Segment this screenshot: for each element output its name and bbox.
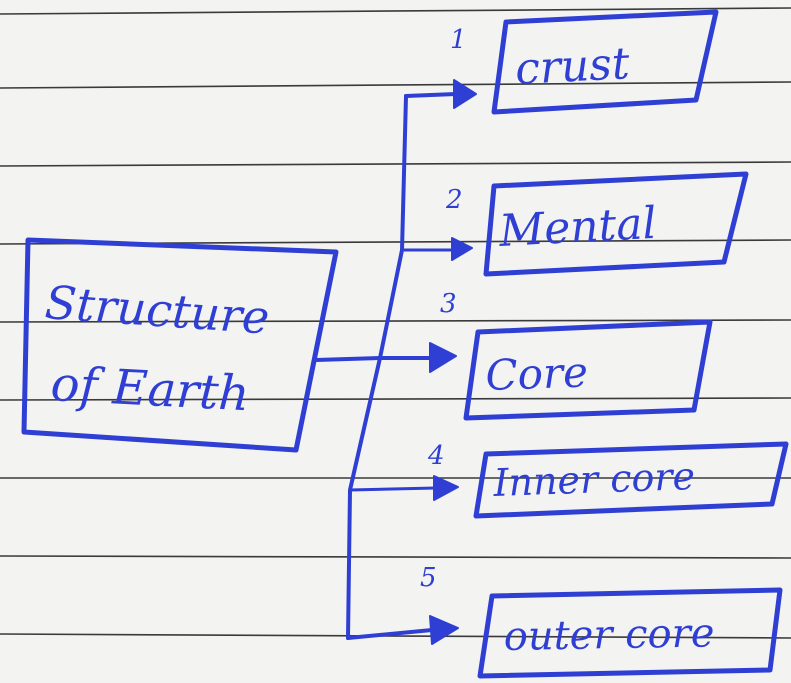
branch-box-outer-core bbox=[477, 587, 783, 679]
branch-label-mental: Mental bbox=[497, 198, 658, 257]
ruled-line bbox=[0, 7, 791, 15]
branch-connector-1 bbox=[404, 92, 458, 98]
branch-box-crust bbox=[491, 9, 719, 115]
branch-label-crust: crust bbox=[514, 38, 631, 95]
branch-label-outer-core: outer core bbox=[503, 610, 714, 660]
ruled-line bbox=[0, 81, 791, 89]
arrowhead-5 bbox=[429, 615, 459, 645]
branch-number-5: 5 bbox=[420, 563, 437, 593]
arrowhead-4 bbox=[433, 475, 459, 501]
root-box bbox=[21, 237, 339, 453]
branch-box-core bbox=[463, 319, 713, 421]
ruled-line bbox=[0, 633, 791, 639]
branch-number-2: 2 bbox=[445, 185, 463, 215]
arrowhead-3 bbox=[429, 342, 457, 373]
root-label-line1: Structure bbox=[43, 275, 271, 345]
root-label-line2: of Earth bbox=[49, 356, 250, 422]
branch-box-mental bbox=[483, 171, 749, 277]
branch-label-inner-core: Inner core bbox=[492, 454, 696, 505]
arrowhead-2 bbox=[451, 237, 473, 261]
branch-number-3: 3 bbox=[440, 289, 457, 319]
ruled-line bbox=[0, 161, 791, 167]
branch-connector-5 bbox=[346, 628, 434, 640]
trunk-connector bbox=[314, 356, 382, 362]
branch-number-1: 1 bbox=[450, 25, 467, 55]
ruled-line bbox=[0, 319, 791, 323]
ruled-line bbox=[0, 555, 791, 559]
arrowhead-1 bbox=[453, 79, 477, 109]
branch-label-core: Core bbox=[485, 347, 589, 400]
branch-connector-4 bbox=[348, 486, 438, 492]
ruled-line bbox=[0, 397, 791, 401]
branch-number-4: 4 bbox=[427, 441, 445, 471]
branch-box-inner-core bbox=[473, 441, 789, 519]
